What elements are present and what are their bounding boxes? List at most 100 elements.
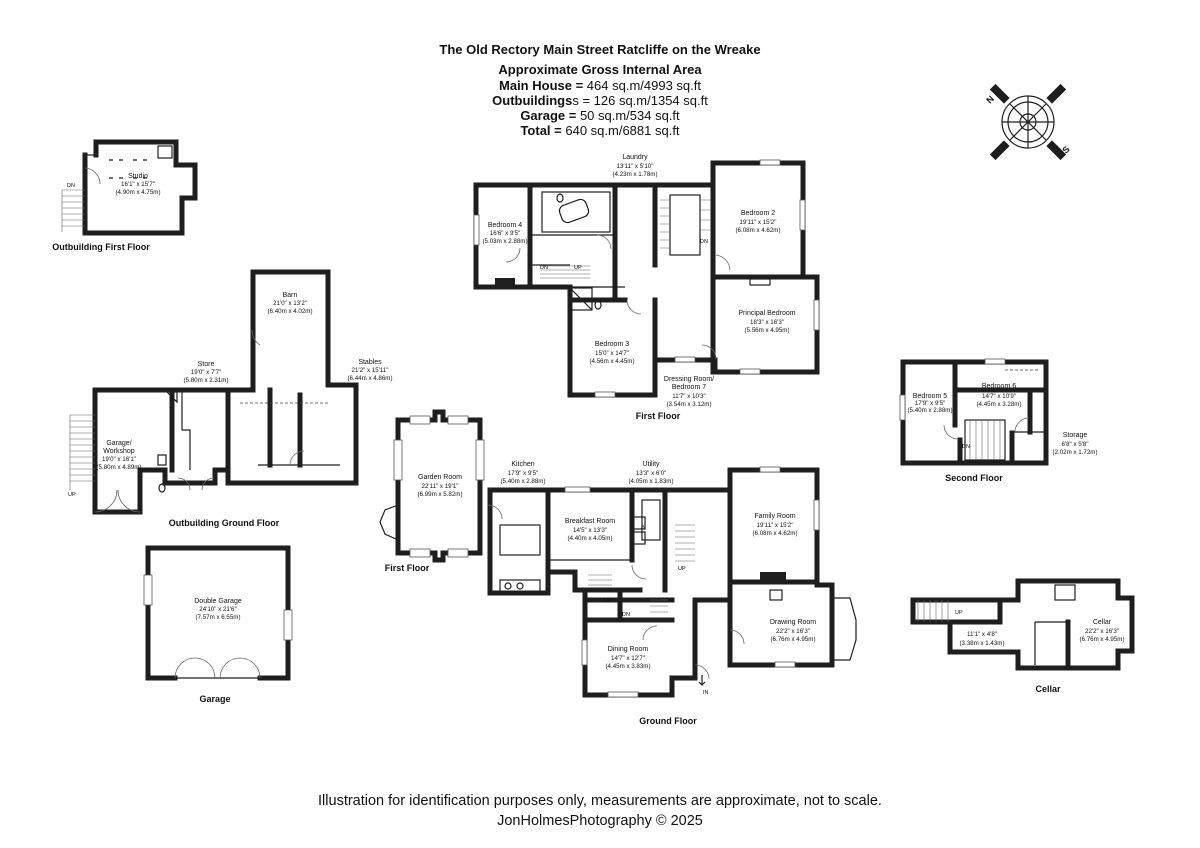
room-name-double-garage: Double Garage: [194, 598, 242, 605]
room-name-principal-bedroom: Principal Bedroom: [738, 310, 795, 317]
garage-plan: Double Garage 24'10" x 21'6" (7.57m x 6.…: [143, 545, 293, 704]
room-name-studio: Studio: [128, 173, 148, 180]
room-size-metric-garden-room: (6.99m x 5.82m): [417, 491, 462, 498]
room-size-metric-bedroom3: (4.56m x 4.45m): [589, 358, 634, 365]
plan-subtitle: Approximate Gross Internal Area: [498, 62, 702, 77]
plan-title: The Old Rectory Main Street Ratcliffe on…: [439, 42, 761, 57]
room-size-metric-bedroom4: (5.03m x 2.88m): [482, 238, 527, 245]
room-size-metric-principal-bedroom: (5.56m x 4.95m): [744, 327, 789, 334]
room-size-imperial-cellar-small: 11'1" x 4'8": [967, 631, 997, 638]
room-name-barn: Barn: [283, 292, 298, 299]
outbuilding-first-floor-plan: DN Studio 16'1" x 15'7" (4.90m x 4.75m) …: [52, 139, 198, 252]
room-size-imperial-drawing: 22'2" x 16'3": [776, 628, 810, 635]
outbuilding-ground-floor-plan: UP Barn 21'0" x 13'2" (6.40m x 4.02m) St…: [68, 269, 393, 528]
room-size-imperial-kitchen: 17'9" x 9'5": [508, 470, 539, 477]
second-floor-plan: DN Bedroom 5 17'9" x 9'5" (5.40m x 2.88m…: [899, 358, 1098, 483]
gf-dn-marker: DN: [622, 612, 630, 618]
room-name-utility: Utility: [642, 461, 660, 468]
room-size-imperial-utility: 13'3" x 6'0": [636, 470, 667, 477]
room-size-metric-breakfast: (4.40m x 4.05m): [567, 535, 612, 542]
garden-room-plan: Garden Room 22'11" x 19'1" (6.99m x 5.82…: [379, 409, 485, 573]
cellar-up-marker: UP: [955, 610, 963, 616]
room-name-breakfast: Breakfast Room: [565, 518, 615, 525]
room-size-imperial-family: 19'11" x 15'2": [757, 522, 794, 529]
room-name-garage-workshop-2: Workshop: [103, 448, 134, 455]
room-size-metric-storage: (2.02m x 1.72m): [1052, 449, 1097, 456]
sf-dn-marker: DN: [962, 444, 970, 450]
room-size-metric-studio: (4.90m x 4.75m): [115, 189, 160, 196]
room-size-imperial-garage-workshop: 19'0" x 16'1": [102, 456, 136, 463]
room-size-imperial-bedroom6: 14'7" x 10'9": [982, 393, 1016, 400]
gf-in-marker: IN: [703, 690, 709, 696]
room-size-imperial-dining: 14'7" x 12'7": [611, 655, 645, 662]
room-size-imperial-bedroom4: 16'6" x 9'5": [490, 230, 521, 237]
ff-dn-marker-1: DN: [540, 265, 548, 271]
area-garage: Garage = 50 sq.m/534 sq.ft: [520, 108, 680, 123]
room-size-metric-drawing: (6.76m x 4.95m): [770, 636, 815, 643]
room-size-imperial-principal-bedroom: 18'3" x 16'3": [750, 319, 784, 326]
room-size-imperial-barn: 21'0" x 13'2": [273, 300, 307, 307]
ff-dn-marker-2: DN: [700, 239, 708, 245]
cellar-plan: UP Cellar 22'2" x 16'3" (6.76m x 4.95m) …: [910, 578, 1135, 694]
room-size-imperial-breakfast: 14'5" x 13'3": [573, 527, 607, 534]
level-label-garage: Garage: [199, 694, 230, 704]
room-size-metric-bedroom6: (4.45m x 3.28m): [976, 401, 1021, 408]
room-size-imperial-double-garage: 24'10" x 21'6": [199, 606, 236, 613]
room-size-imperial-studio: 16'1" x 15'7": [121, 181, 155, 188]
room-size-imperial-dressing: 11'7" x 10'3": [672, 393, 705, 400]
room-size-metric-double-garage: (7.57m x 6.55m): [195, 614, 240, 621]
room-name-dressing-1: Dressing Room/: [664, 376, 714, 383]
room-name-bedroom6: Bedroom 6: [982, 383, 1016, 390]
compass-icon: N S: [984, 83, 1072, 161]
room-size-imperial-bedroom2: 19'11" x 15'2": [740, 219, 777, 226]
room-size-imperial-bedroom3: 15'0" x 14'7": [595, 350, 629, 357]
level-label-outbuilding-first-floor: Outbuilding First Floor: [52, 242, 150, 252]
room-name-laundry: Laundry: [622, 154, 648, 161]
room-size-imperial-storage: 6'8" x 5'8": [1061, 441, 1088, 448]
gf-up-marker-2: UP: [604, 598, 612, 604]
area-total: Total = 640 sq.m/6881 sq.ft: [520, 123, 680, 138]
disclaimer-text: Illustration for identification purposes…: [318, 793, 882, 809]
gf-b-marker: B: [641, 525, 645, 531]
room-name-storage: Storage: [1063, 432, 1088, 439]
room-name-bedroom2: Bedroom 2: [741, 210, 775, 217]
room-name-garden-room: Garden Room: [418, 474, 462, 481]
room-name-kitchen: Kitchen: [511, 461, 534, 468]
room-size-metric-bedroom5: (5.40m x 2.88m): [907, 407, 952, 414]
room-size-metric-family: (6.08m x 4.62m): [752, 530, 797, 537]
room-name-cellar: Cellar: [1093, 619, 1112, 626]
room-size-metric-dining: (4.45m x 3.83m): [605, 663, 650, 670]
level-label-outbuilding-ground-floor: Outbuilding Ground Floor: [169, 518, 280, 528]
room-size-metric-cellar: (6.76m x 4.95m): [1079, 636, 1124, 643]
room-size-imperial-stables: 21'2" x 15'11": [352, 367, 389, 374]
room-name-drawing: Drawing Room: [770, 619, 816, 626]
level-label-garden-first-floor: First Floor: [385, 563, 430, 573]
room-name-stables: Stables: [358, 359, 382, 366]
room-name-bedroom3: Bedroom 3: [595, 341, 629, 348]
room-size-imperial-bedroom5: 17'9" x 9'5": [915, 400, 946, 407]
room-size-imperial-laundry: 13'11" x 5'10": [617, 163, 654, 170]
room-size-metric-barn: (6.40m x 4.02m): [267, 308, 312, 315]
area-outbuildings: Outbuildingss = 126 sq.m/1354 sq.ft: [492, 93, 708, 108]
room-size-imperial-store: 19'0" x 7'7": [191, 369, 222, 376]
room-size-metric-garage-workshop: (5.80m x 4.89m): [96, 464, 141, 471]
room-name-bedroom4: Bedroom 4: [488, 222, 522, 229]
room-size-metric-dressing: (3.54m x 3.12m): [666, 401, 711, 408]
room-name-dressing-2: Bedroom 7: [672, 384, 706, 391]
room-name-dining: Dining Room: [608, 646, 649, 653]
room-size-metric-cellar-small: (3.38m x 1.43m): [959, 640, 1004, 647]
credit-text: JonHolmesPhotography © 2025: [497, 813, 703, 829]
room-size-metric-utility: (4.05m x 1.83m): [628, 478, 673, 485]
level-label-second-floor: Second Floor: [945, 473, 1003, 483]
room-size-imperial-cellar: 22'2" x 16'3": [1085, 628, 1119, 635]
room-size-imperial-garden-room: 22'11" x 19'1": [422, 483, 459, 490]
gf-up-marker-1: UP: [678, 566, 686, 572]
room-name-garage-workshop-1: Garage/: [106, 440, 131, 447]
room-name-bedroom5: Bedroom 5: [913, 393, 947, 400]
room-size-metric-bedroom2: (6.08m x 4.62m): [735, 227, 780, 234]
level-label-cellar: Cellar: [1035, 684, 1061, 694]
room-size-metric-stables: (6.44m x 4.86m): [347, 375, 392, 382]
room-size-metric-laundry: (4.23m x 1.78m): [612, 171, 657, 178]
room-size-metric-kitchen: (5.40m x 2.88m): [500, 478, 545, 485]
